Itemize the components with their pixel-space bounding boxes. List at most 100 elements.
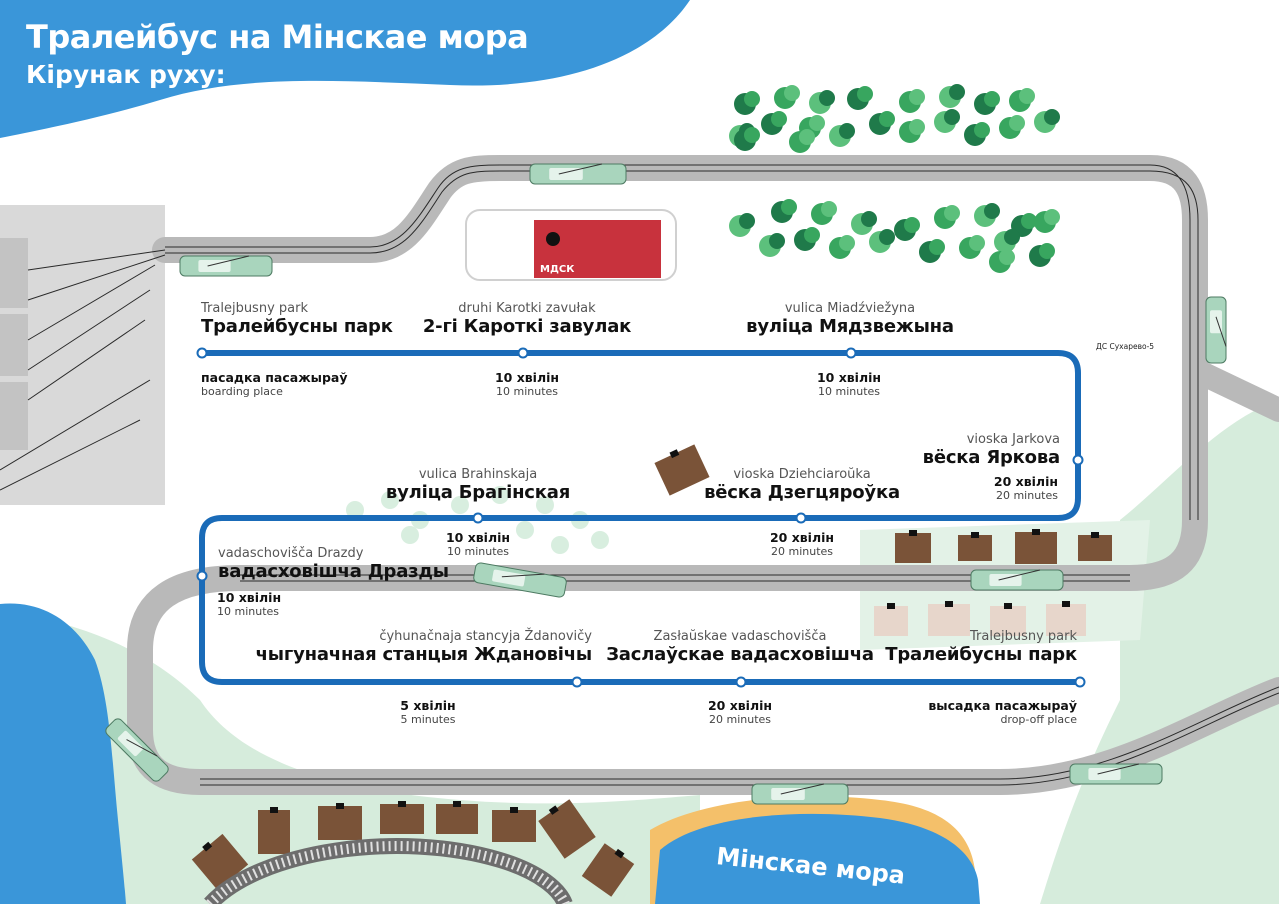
tree-icon	[804, 227, 820, 243]
trolleybus-icon	[751, 783, 849, 805]
stop-miadzviezhyna: vulica Miadźviežyna вуліца Мядзвежына	[746, 301, 954, 337]
mdsk-building	[465, 209, 677, 281]
house-icon	[1015, 529, 1057, 564]
tree-icon	[974, 122, 990, 138]
tree-icon	[839, 123, 855, 139]
travel-time-5: 10 хвілін 10 minutes	[445, 530, 511, 558]
tree-icon	[739, 213, 755, 229]
tree-icon	[821, 201, 837, 217]
tree-icon	[984, 203, 1000, 219]
house-icon	[958, 532, 992, 561]
trolleybus-icon	[473, 562, 567, 598]
route-line	[199, 350, 1081, 685]
title-block: Тралейбус на Мінскае мора Кірунак руху:	[26, 18, 529, 89]
tree-icon	[784, 85, 800, 101]
trolleybus-icon	[1069, 763, 1163, 785]
stop-brahinskaja: vulica Brahinskaja вуліца Брагінская	[385, 467, 571, 503]
stop-trolleybus-park-start: Tralejbusny park Тралейбусны парк	[201, 301, 393, 337]
travel-time-3: 20 хвілін 20 minutes	[993, 474, 1058, 502]
houses	[191, 444, 1112, 897]
travel-time-7: 5 хвілін 5 minutes	[400, 698, 456, 726]
tree-icon	[909, 89, 925, 105]
stop-trolleybus-park-end: Tralejbusny park Тралейбусны парк	[885, 629, 1077, 665]
tree-icon	[944, 205, 960, 221]
house-icon	[380, 801, 424, 834]
trolleybus-icon	[179, 255, 273, 277]
tree-icon	[401, 526, 419, 544]
stop-dot	[472, 512, 484, 524]
forest	[346, 84, 1060, 554]
tree-icon	[1004, 229, 1020, 245]
roads	[127, 155, 1279, 795]
house-icon	[874, 603, 908, 636]
house-icon	[928, 601, 970, 636]
stop-dot	[1074, 676, 1086, 688]
tree-icon	[1039, 243, 1055, 259]
tree-icon	[969, 235, 985, 251]
stop-zdanovicy: čyhunačnaja stancyja Ždanovičy чыгуначна…	[255, 629, 593, 665]
tree-icon	[861, 211, 877, 227]
tree-icon	[1044, 109, 1060, 125]
travel-time-8: 20 хвілін 20 minutes	[707, 698, 773, 726]
house-icon	[895, 530, 931, 563]
tree-icon	[809, 115, 825, 131]
trolleybuses	[105, 163, 1227, 805]
depot-shed-3	[0, 382, 28, 450]
lake-bottom-left	[0, 603, 126, 904]
tree-icon	[591, 531, 609, 549]
tree-icon	[781, 199, 797, 215]
depot-shed-1	[0, 238, 28, 308]
tree-icon	[744, 127, 760, 143]
depot-shed-2	[0, 314, 28, 376]
tree-icon	[857, 86, 873, 102]
trolleybus-icon	[529, 163, 627, 185]
tree-icon	[839, 235, 855, 251]
tree-icon	[909, 119, 925, 135]
stop-dot	[196, 347, 208, 359]
house-icon	[538, 799, 596, 859]
house-icon	[436, 801, 478, 834]
tree-icon	[904, 217, 920, 233]
tree-icon	[769, 233, 785, 249]
tree-icon	[1019, 88, 1035, 104]
tree-icon	[1009, 115, 1025, 131]
stop-dziehciarouka: vioska Dziehciaroŭka вёска Дзегцяроўка	[704, 467, 900, 503]
stop-zaslauskae: Zasłaŭskae vadaschovišča Заслаўскае вада…	[606, 629, 874, 665]
trolleybus-icon	[105, 718, 169, 782]
tree-icon	[744, 91, 760, 107]
house-icon	[318, 803, 362, 840]
house-icon	[1046, 601, 1086, 636]
depot-label: МДСК	[540, 264, 575, 275]
tree-icon	[516, 521, 534, 539]
stop-dot	[1072, 454, 1084, 466]
tree-icon	[551, 536, 569, 554]
house-icon	[581, 843, 635, 897]
house-icon	[1078, 532, 1112, 561]
minsk-sea	[655, 813, 980, 904]
house-icon	[990, 603, 1026, 636]
side-road	[1183, 358, 1279, 422]
stop-druhi-karotki: druhi Karotki zavułak 2-гі Кароткі завул…	[422, 301, 632, 337]
stop-dot	[517, 347, 529, 359]
main-road	[127, 155, 1279, 795]
travel-time-2: 10 хвілін 10 minutes	[816, 370, 882, 398]
travel-time-1: 10 хвілін 10 minutes	[494, 370, 560, 398]
stop-dot	[795, 512, 807, 524]
tree-icon	[1044, 209, 1060, 225]
tree-icon	[879, 111, 895, 127]
stop-dot	[571, 676, 583, 688]
tree-icon	[381, 491, 399, 509]
tree-icon	[879, 229, 895, 245]
tree-icon	[819, 90, 835, 106]
tree-icon	[929, 239, 945, 255]
stop-dot	[845, 347, 857, 359]
tree-icon	[536, 496, 554, 514]
travel-time-4: 20 хвілін 20 minutes	[769, 530, 835, 558]
travel-time-6: 10 хвілін 10 minutes	[217, 590, 282, 618]
tree-icon	[451, 496, 469, 514]
tree-icon	[944, 109, 960, 125]
trolleybus-icon	[970, 569, 1064, 591]
route-stop-dots	[196, 347, 1086, 688]
page-subtitle: Кірунак руху:	[26, 60, 226, 89]
